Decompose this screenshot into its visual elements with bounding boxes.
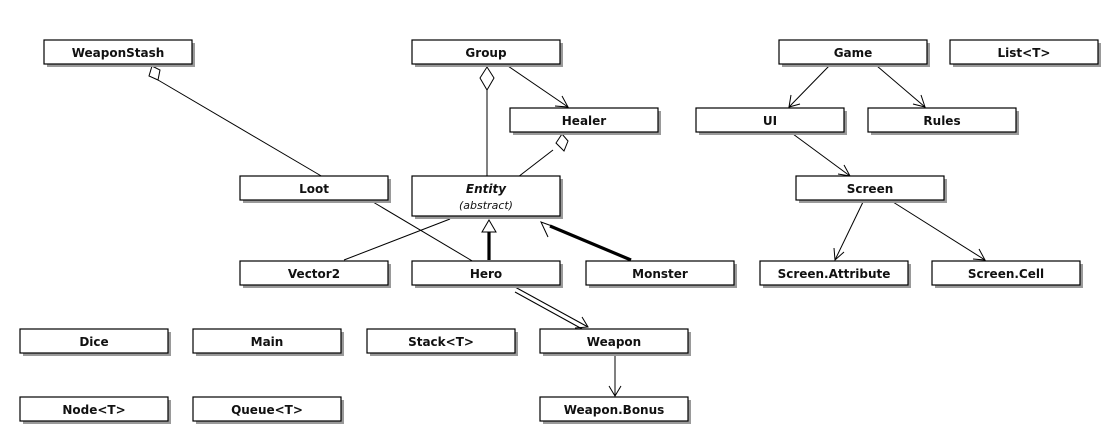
- class-game-label: Game: [834, 46, 873, 60]
- class-healer[interactable]: Healer: [509, 107, 661, 135]
- arrowhead-ui: [788, 94, 801, 108]
- class-queue-t[interactable]: Queue<T>: [192, 396, 344, 424]
- rel-hero-weapon-a: [514, 286, 589, 328]
- class-ui[interactable]: UI: [695, 107, 847, 135]
- class-queue-t-label: Queue<T>: [231, 403, 303, 417]
- class-weapon-label: Weapon: [587, 335, 641, 349]
- class-group-label: Group: [465, 46, 507, 60]
- class-hero[interactable]: Hero: [411, 260, 563, 288]
- rel-screen-attribute: [834, 201, 864, 261]
- arrowhead-healer: [554, 95, 569, 108]
- rel-ui-screen: [792, 133, 851, 177]
- class-weapon[interactable]: Weapon: [539, 328, 691, 356]
- class-node-t[interactable]: Node<T>: [19, 396, 171, 424]
- inheritance-head-monster: [540, 221, 553, 238]
- class-list-t-label: List<T>: [998, 46, 1051, 60]
- rel-monster-entity: [549, 224, 632, 262]
- rel-hero-weapon-b: [514, 291, 585, 331]
- rel-healer-entity: [517, 149, 554, 178]
- class-vector2-label: Vector2: [288, 267, 340, 281]
- class-boxes: WeaponStash Group Game List<T> Healer UI: [19, 39, 1101, 424]
- class-game[interactable]: Game: [778, 39, 930, 67]
- class-rules[interactable]: Rules: [867, 107, 1019, 135]
- class-monster[interactable]: Monster: [585, 260, 737, 288]
- arrowhead-rules: [912, 94, 926, 108]
- rel-entity-vector2: [343, 218, 451, 261]
- arrowhead-weapon: [574, 316, 589, 329]
- class-weaponstash[interactable]: WeaponStash: [43, 39, 195, 67]
- aggregation-diamond-healer: [555, 133, 569, 152]
- rel-loot-hero: [372, 201, 475, 263]
- class-ui-label: UI: [763, 114, 777, 128]
- class-screen-cell[interactable]: Screen.Cell: [931, 260, 1083, 288]
- arrowhead-screen-attribute: [833, 247, 845, 262]
- class-entity-label: Entity: [466, 182, 507, 196]
- class-rules-label: Rules: [923, 114, 960, 128]
- class-dice-label: Dice: [79, 335, 108, 349]
- class-main-label: Main: [251, 335, 284, 349]
- relation-lines: [148, 65, 986, 397]
- rel-group-healer: [507, 65, 569, 108]
- class-list-t[interactable]: List<T>: [949, 39, 1101, 67]
- class-monster-label: Monster: [632, 267, 688, 281]
- class-entity[interactable]: Entity (abstract): [411, 175, 563, 219]
- class-weaponstash-label: WeaponStash: [72, 46, 165, 60]
- class-stack-t[interactable]: Stack<T>: [366, 328, 518, 356]
- class-node-t-label: Node<T>: [62, 403, 125, 417]
- class-hero-label: Hero: [470, 267, 502, 281]
- class-loot-label: Loot: [299, 182, 329, 196]
- rel-screen-cell: [892, 201, 986, 261]
- class-screen-attribute[interactable]: Screen.Attribute: [759, 260, 911, 288]
- rel-weaponstash-loot: [157, 79, 324, 178]
- class-vector2[interactable]: Vector2: [239, 260, 391, 288]
- inheritance-triangle-hero: [481, 219, 497, 233]
- class-main[interactable]: Main: [192, 328, 344, 356]
- class-healer-label: Healer: [562, 114, 607, 128]
- class-loot[interactable]: Loot: [239, 175, 391, 203]
- class-entity-stereotype: (abstract): [459, 199, 513, 212]
- class-screen[interactable]: Screen: [795, 175, 947, 203]
- class-screen-attribute-label: Screen.Attribute: [778, 267, 891, 281]
- class-group[interactable]: Group: [411, 39, 563, 67]
- aggregation-diamond-group: [479, 66, 495, 91]
- class-screen-label: Screen: [847, 182, 894, 196]
- aggregation-diamond-weaponstash: [148, 65, 161, 81]
- arrowhead-screen-cell: [972, 248, 986, 261]
- rel-game-rules: [876, 65, 926, 108]
- class-weapon-bonus[interactable]: Weapon.Bonus: [539, 396, 691, 424]
- class-screen-cell-label: Screen.Cell: [968, 267, 1044, 281]
- arrowhead-weapon-bonus: [608, 385, 622, 397]
- class-weapon-bonus-label: Weapon.Bonus: [564, 403, 665, 417]
- rel-game-ui: [788, 65, 830, 108]
- class-dice[interactable]: Dice: [19, 328, 171, 356]
- class-stack-t-label: Stack<T>: [408, 335, 474, 349]
